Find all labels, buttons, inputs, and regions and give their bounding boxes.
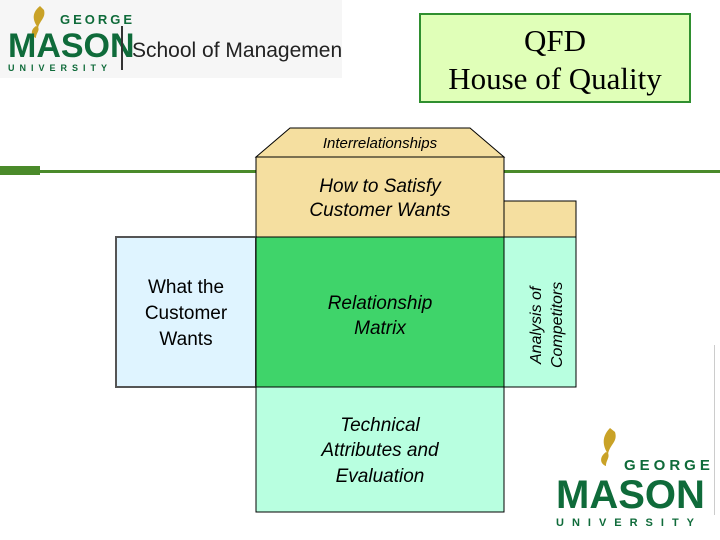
george-mason-footer-logo: GEORGE MASON UNIVERSITY	[556, 428, 714, 529]
competitors-section	[503, 236, 577, 388]
logo-panel	[0, 0, 342, 78]
what-label-line-1: What the	[147, 277, 225, 298]
flame-icon	[33, 6, 45, 28]
title-box: QFD House of Quality	[419, 13, 691, 103]
roof-label: Interrelationships	[322, 135, 438, 152]
matrix-label-line-2: Matrix	[354, 318, 406, 339]
technical-label-line-2: Attributes and	[321, 440, 439, 461]
title-line-2: House of Quality	[448, 61, 662, 96]
technical-label-line-3: Evaluation	[335, 466, 425, 487]
competitors-label-line-2: Competitors	[549, 282, 566, 368]
footer-flame-icon	[603, 428, 616, 454]
right-edge-line	[714, 345, 715, 515]
what-section	[115, 236, 257, 388]
logo-divider	[121, 26, 123, 70]
what-label-line-2: Customer	[144, 303, 228, 324]
what-label-line-3: Wants	[159, 329, 213, 350]
logo-school-text: School of Management	[132, 39, 342, 62]
logo-mason-text: MASON	[8, 27, 135, 65]
how-label-line-1: How to Satisfy	[319, 176, 441, 197]
title-line-1: QFD	[523, 23, 586, 58]
logo-george-text: GEORGE	[60, 12, 135, 27]
technical-section	[255, 386, 505, 513]
matrix-label-line-1: Relationship	[327, 293, 433, 314]
how-label-line-2: Customer Wants	[309, 200, 451, 221]
relationship-matrix	[255, 236, 505, 388]
footer-mason-text: MASON	[556, 473, 705, 517]
competitors-label-line-1: Analysis of	[528, 285, 545, 365]
logo-university-text: UNIVERSITY	[8, 63, 112, 73]
george-mason-logo: GEORGE MASON UNIVERSITY School of Manage…	[8, 6, 342, 73]
footer-university-text: UNIVERSITY	[556, 517, 702, 529]
technical-label-line-1: Technical	[340, 415, 420, 436]
competitors-top	[503, 200, 577, 238]
footer-george-text: GEORGE	[624, 457, 714, 474]
divider-accent	[0, 166, 40, 175]
